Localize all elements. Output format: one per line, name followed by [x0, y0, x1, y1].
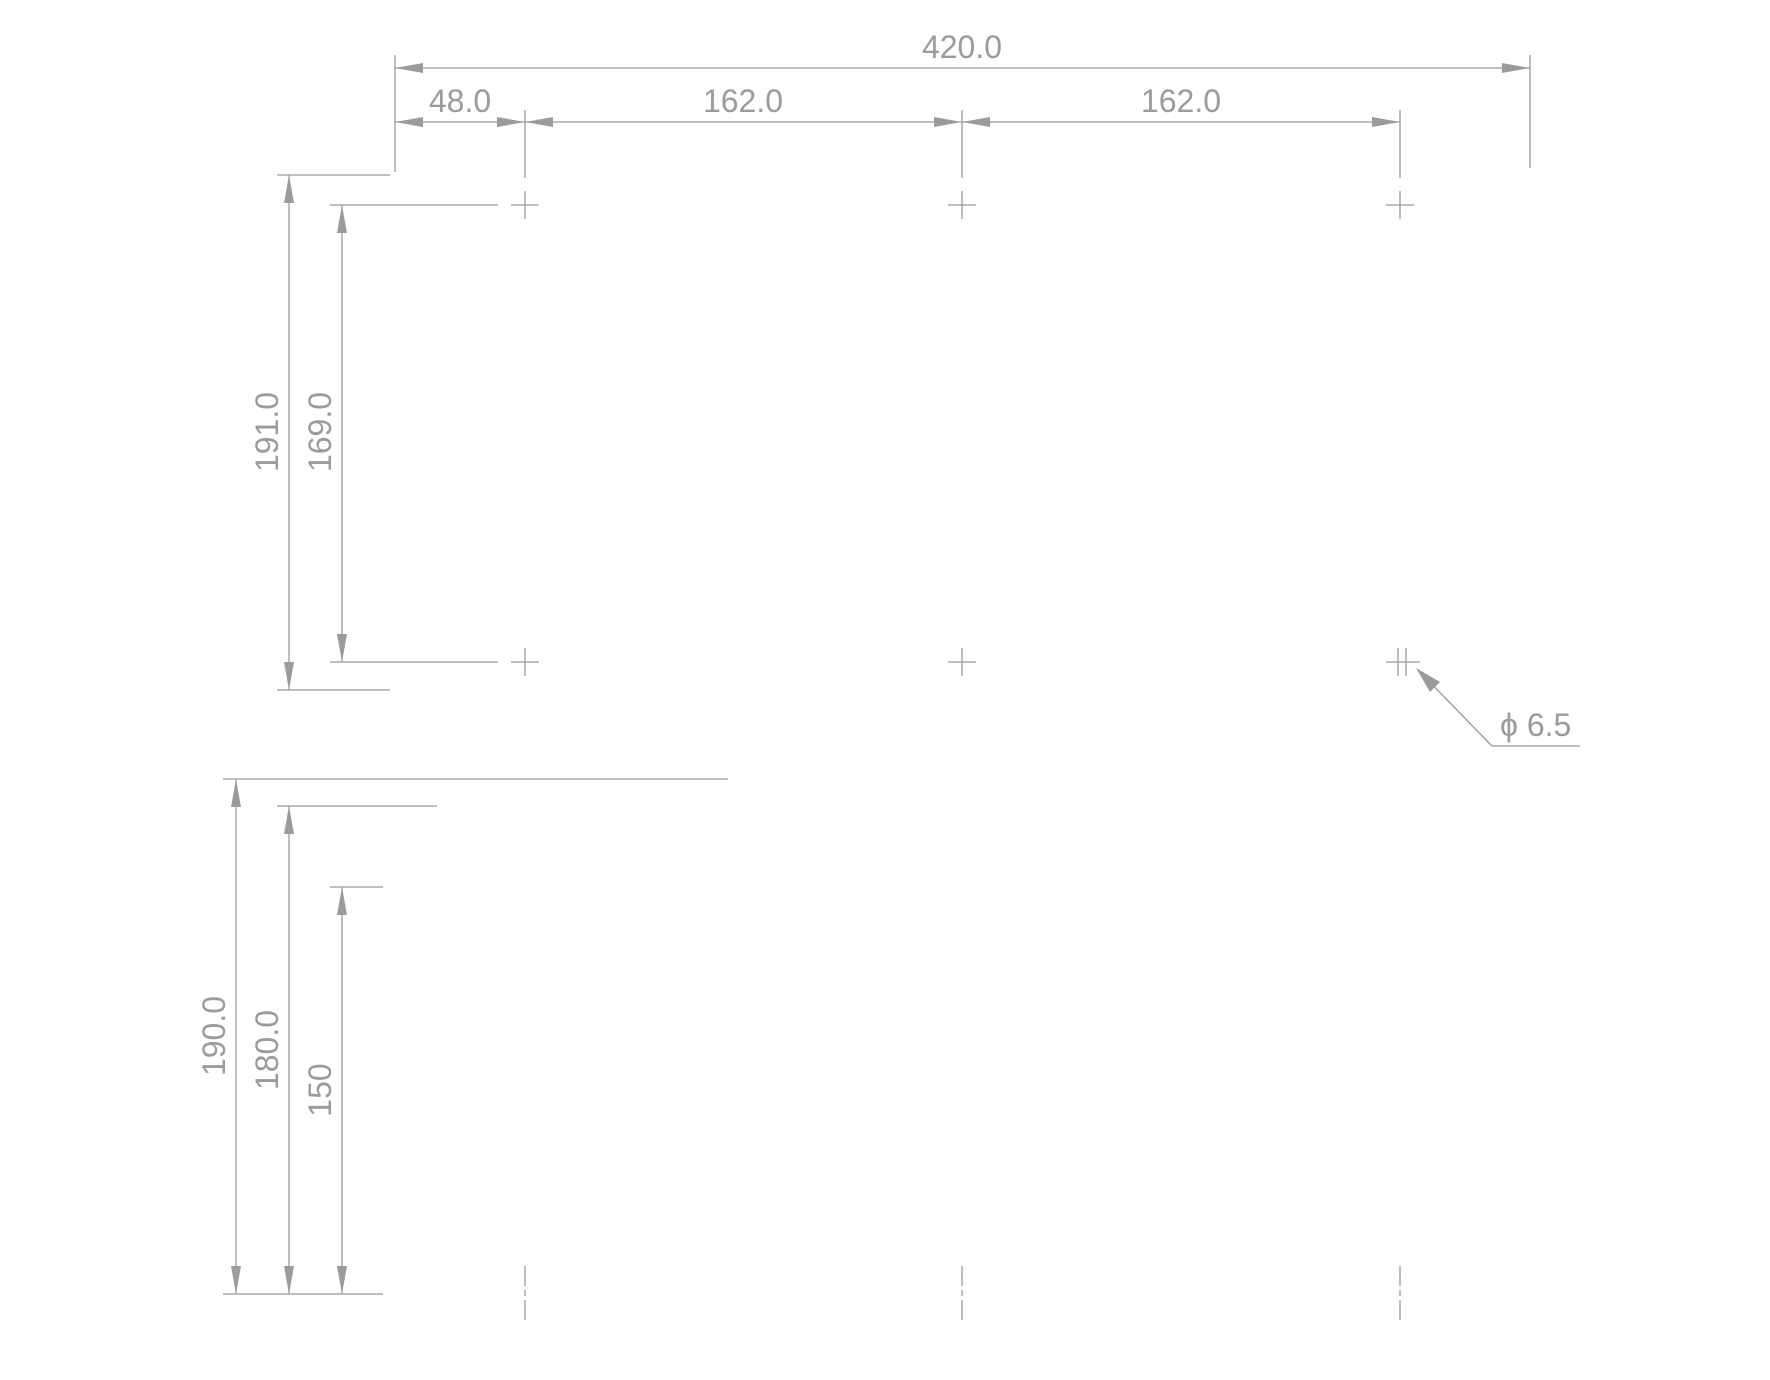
- hole-mark: [1386, 191, 1414, 219]
- dim-inner-height: 169.0: [302, 204, 498, 663]
- dim-label-side-height-outer: 190.0: [196, 996, 232, 1076]
- dim-chain-horizontal: 48.0 162.0 162.0: [395, 83, 1401, 178]
- dim-label-left-offset: 48.0: [429, 83, 491, 119]
- dim-overall-width: 420.0: [394, 29, 1531, 172]
- hole-mark: [511, 191, 539, 219]
- top-view: 420.0 48.0 162.0 162.0: [249, 29, 1580, 747]
- dim-side-height-inner: 150: [302, 886, 383, 1294]
- hole-mark: [1386, 648, 1420, 676]
- dim-label-overall-width: 420.0: [922, 29, 1002, 65]
- dim-side-height-outer: 190.0: [196, 779, 241, 1294]
- hole-mark: [948, 648, 976, 676]
- hole-marks-bottom-row: [511, 648, 1420, 676]
- hole-diameter-callout: ϕ 6.5: [1416, 668, 1580, 747]
- dim-outer-height: 191.0: [249, 174, 390, 691]
- dim-label-hole-diameter: ϕ 6.5: [1500, 707, 1571, 743]
- dim-label-side-height-inner: 150: [302, 1063, 338, 1116]
- dim-side-height-mid: 180.0: [249, 805, 437, 1294]
- side-view: 190.0 180.0 150: [196, 778, 1401, 1320]
- dim-label-inner-height: 169.0: [302, 392, 338, 472]
- dim-label-side-height-mid: 180.0: [249, 1010, 285, 1090]
- dim-label-spacing-1: 162.0: [703, 83, 783, 119]
- dim-label-spacing-2: 162.0: [1141, 83, 1221, 119]
- hole-mark: [948, 191, 976, 219]
- hole-marks-top-row: [511, 191, 1414, 219]
- hole-mark: [511, 648, 539, 676]
- dim-label-outer-height: 191.0: [249, 392, 285, 472]
- hole-centerlines-side: [524, 1266, 1401, 1320]
